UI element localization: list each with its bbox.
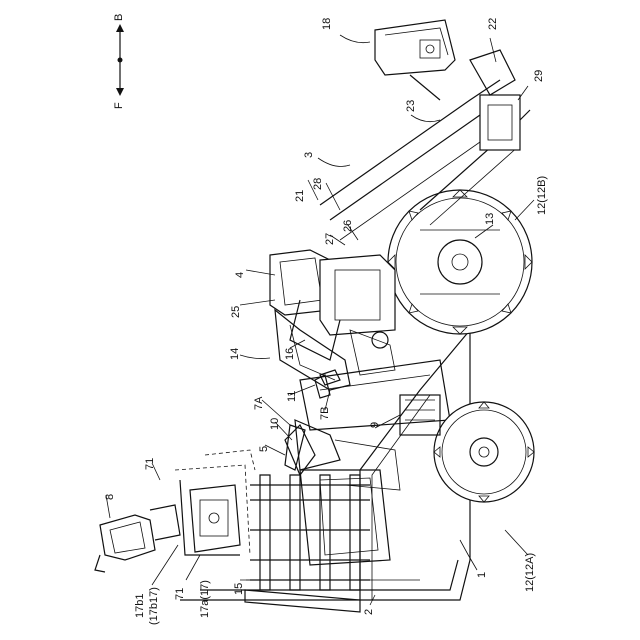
frame-9 <box>400 395 440 435</box>
label-7b: 7B <box>319 407 331 420</box>
control-box-18 <box>375 20 455 100</box>
label-4: 4 <box>234 272 246 278</box>
label-25: 25 <box>230 306 242 318</box>
label-12a: 12(12A) <box>524 553 536 592</box>
label-8: 8 <box>104 494 116 500</box>
label-7a: 7A <box>253 396 265 410</box>
label-17b1: 17b1 <box>134 594 146 618</box>
label-13: 13 <box>484 213 496 225</box>
label-9: 9 <box>369 422 381 428</box>
direction-indicator: B F <box>113 14 125 109</box>
front-wheel-12a <box>434 402 534 502</box>
label-23: 23 <box>405 100 417 112</box>
label-16: 16 <box>284 348 296 360</box>
label-21: 21 <box>294 190 306 202</box>
label-14: 14 <box>229 348 241 360</box>
label-11: 11 <box>286 391 298 402</box>
label-2: 2 <box>363 609 375 615</box>
label-3: 3 <box>303 152 315 158</box>
label-27: 27 <box>324 233 336 245</box>
label-12b: 12(12B) <box>536 176 548 215</box>
label-17a: 17a(17) <box>199 580 211 618</box>
operator-panel-17 <box>175 450 255 555</box>
label-15: 15 <box>233 583 245 595</box>
label-5: 5 <box>258 446 270 452</box>
label-29: 29 <box>533 70 545 82</box>
label-b: B <box>113 14 125 21</box>
label-71-upper: 71 <box>144 458 156 470</box>
label-18: 18 <box>321 18 333 30</box>
label-26: 26 <box>342 220 354 232</box>
label-10: 10 <box>269 418 281 430</box>
label-17b1-paren: (17b17) <box>148 587 160 625</box>
label-1: 1 <box>476 572 488 578</box>
label-f: F <box>113 102 125 109</box>
label-28: 28 <box>312 178 324 190</box>
label-22: 22 <box>487 18 499 30</box>
label-71-lower: 71 <box>174 588 186 600</box>
rear-wheel-12b <box>388 190 532 334</box>
